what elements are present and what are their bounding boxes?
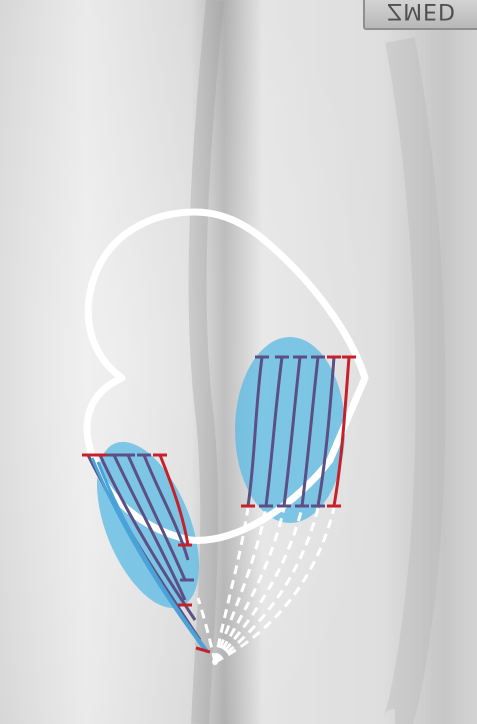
model-label-tag: ZMED: [363, 0, 477, 30]
injection-point: [212, 659, 218, 665]
model-label-text: ZMED: [387, 0, 456, 23]
